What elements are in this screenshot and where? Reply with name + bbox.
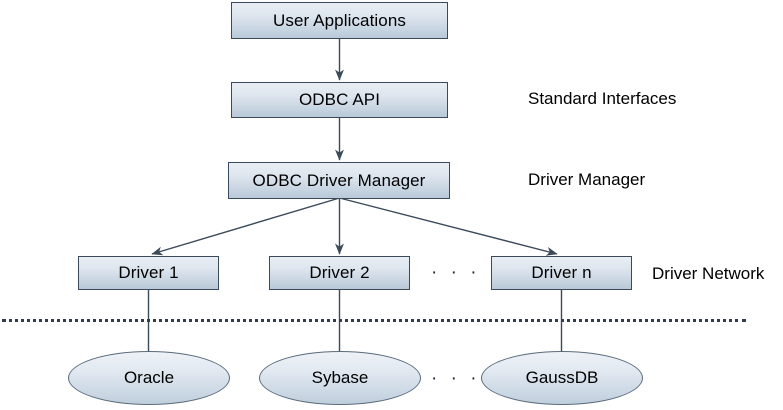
node-database-gaussdb[interactable]: GaussDB bbox=[481, 351, 643, 405]
ellipsis-databases-row: · · · bbox=[431, 368, 481, 389]
label-driver-manager: Driver Manager bbox=[528, 170, 646, 189]
node-database-oracle[interactable]: Oracle bbox=[68, 351, 230, 405]
node-odbc-driver-manager[interactable]: ODBC Driver Manager bbox=[228, 162, 450, 199]
label-standard-interfaces: Standard Interfaces bbox=[528, 89, 677, 108]
node-driver-n[interactable]: Driver n bbox=[491, 256, 632, 290]
node-driver-2[interactable]: Driver 2 bbox=[269, 256, 410, 290]
layer-divider bbox=[2, 319, 746, 322]
connector-manager-to-driver1 bbox=[151, 197, 340, 256]
ellipsis-drivers-row: · · · bbox=[431, 262, 481, 283]
node-driver-1[interactable]: Driver 1 bbox=[78, 256, 219, 290]
connector-manager-to-drivern bbox=[339, 197, 558, 256]
node-database-sybase[interactable]: Sybase bbox=[259, 351, 421, 405]
label-driver-network: Driver Network bbox=[652, 264, 765, 283]
node-user-applications[interactable]: User Applications bbox=[231, 2, 448, 39]
node-odbc-api[interactable]: ODBC API bbox=[231, 82, 448, 118]
